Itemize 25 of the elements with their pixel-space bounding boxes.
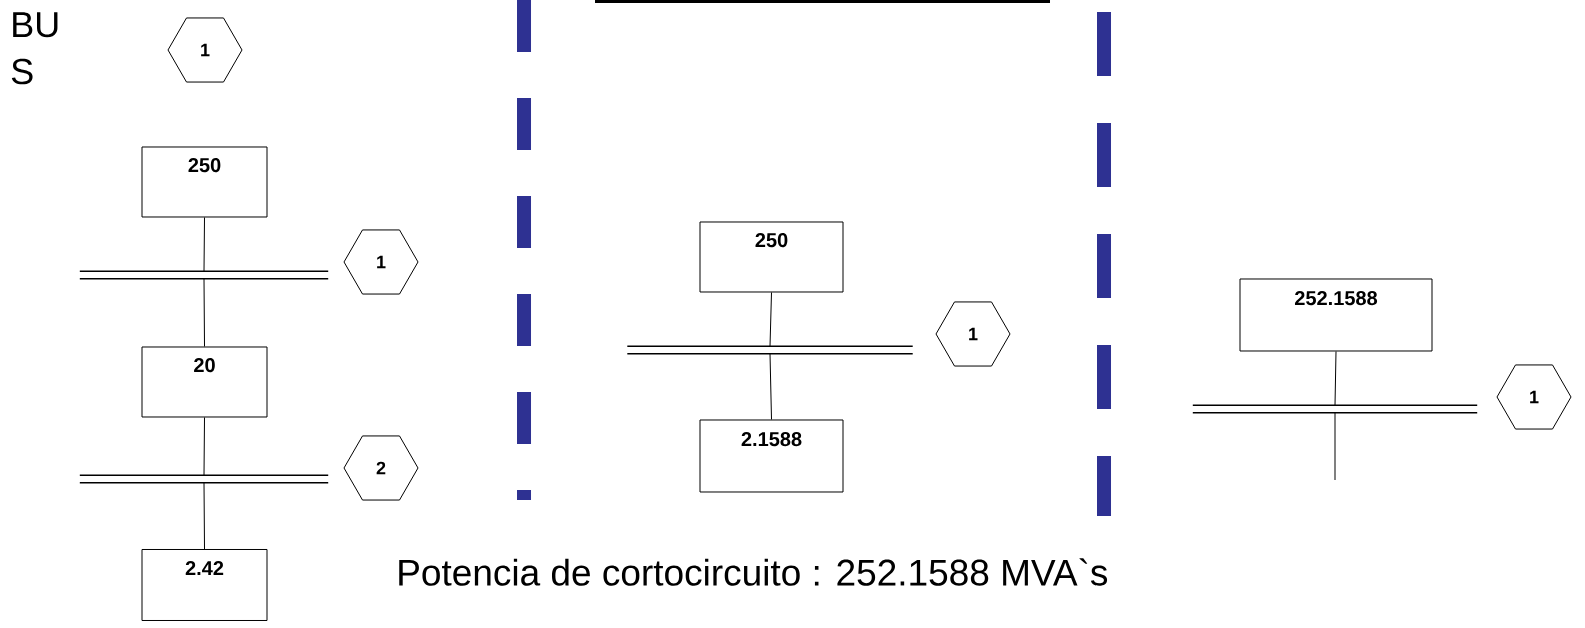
value-box: 2.42 [141, 549, 268, 621]
connector-line [769, 292, 772, 347]
value-box: 20 [141, 346, 268, 418]
bus-number-hexagon: 1 [1496, 364, 1572, 430]
connector-line [203, 417, 205, 476]
bus-bar [79, 474, 329, 484]
connector-line [203, 482, 205, 550]
connector-line [203, 278, 205, 347]
connector-line [1334, 351, 1337, 406]
result-text: Potencia de cortocircuito : 252.1588 MVA`s [399, 558, 1108, 586]
value-box: 252.1588 [1239, 278, 1433, 352]
value-box: 250 [699, 221, 844, 293]
connector-line [769, 353, 772, 420]
bus-bar [626, 345, 914, 355]
bus-number-hexagon: 1 [343, 229, 419, 295]
connector-line [203, 217, 205, 272]
bus-number-hexagon: 2 [343, 435, 419, 501]
value-box: 250 [141, 146, 268, 218]
connector-line [1334, 412, 1336, 481]
bus-label: BU S [11, 12, 58, 85]
bus-number-hexagon: 1 [935, 301, 1011, 367]
value-box: 2.1588 [699, 419, 844, 493]
bus-bar [1192, 404, 1478, 414]
bus-number-hexagon: 1 [167, 17, 243, 83]
bus-bar [79, 270, 329, 280]
